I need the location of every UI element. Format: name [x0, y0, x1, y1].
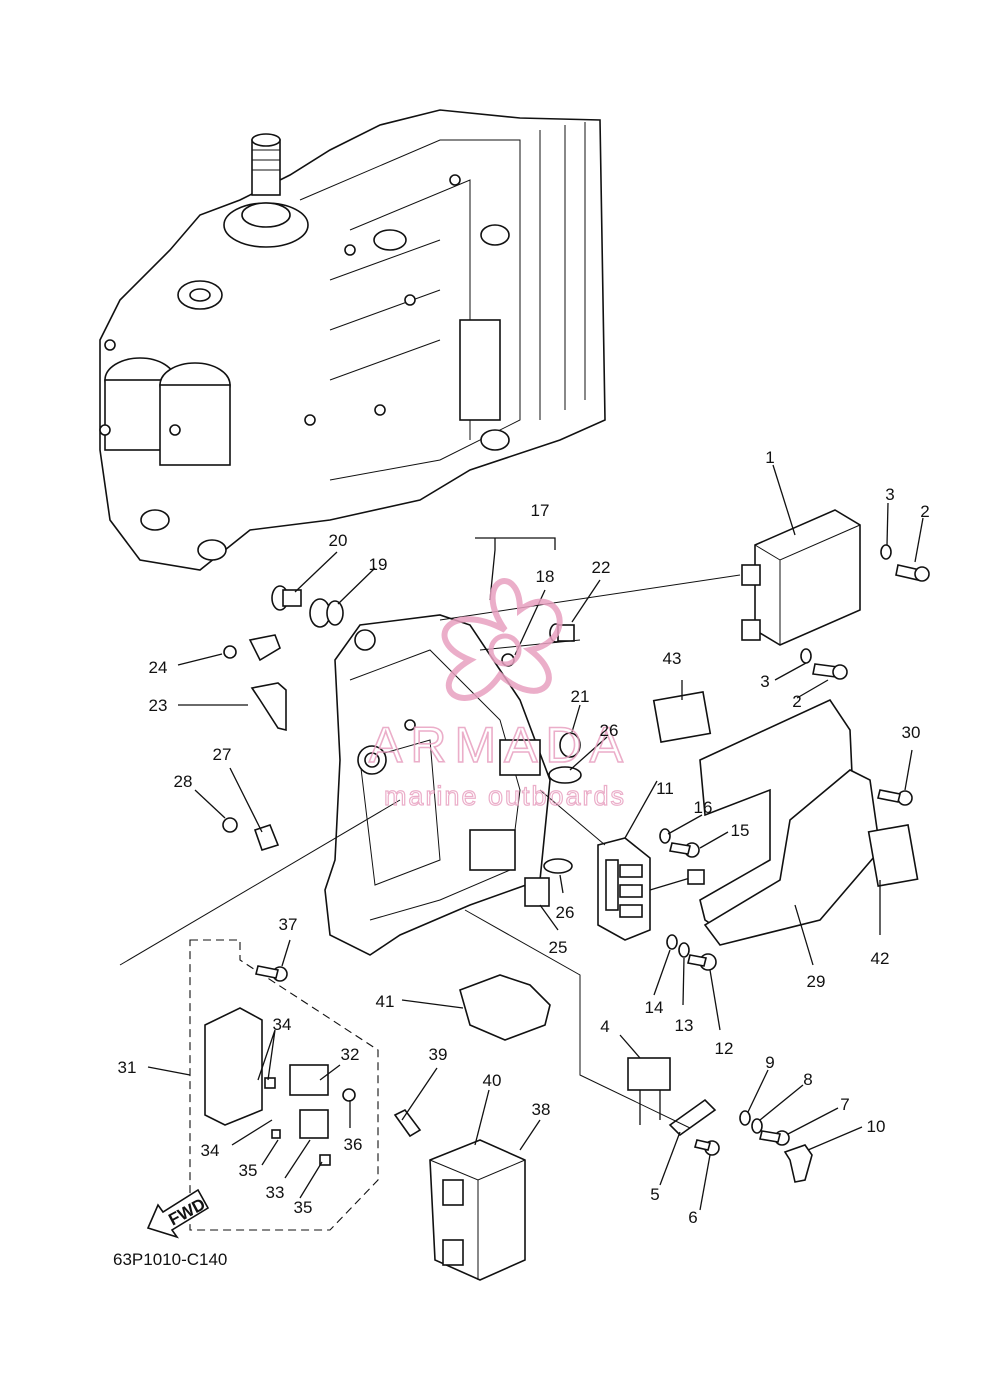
callout-22: 22 — [592, 558, 611, 577]
callout-6: 6 — [688, 1208, 697, 1227]
callout-40: 40 — [483, 1071, 502, 1090]
callout-15: 15 — [731, 821, 750, 840]
watermark-brand: ARMADA — [369, 717, 631, 773]
label-42-sticker — [867, 824, 919, 887]
callout-7: 7 — [840, 1095, 849, 1114]
callout-43: 43 — [663, 649, 682, 668]
starter-relay — [627, 1057, 717, 1137]
callout-32: 32 — [341, 1045, 360, 1064]
callout-34: 34 — [273, 1015, 292, 1034]
cover-plate — [699, 698, 881, 946]
callout-37: 37 — [279, 915, 298, 934]
callout-42: 42 — [871, 949, 890, 968]
callout-26: 26 — [556, 903, 575, 922]
callout-23: 23 — [149, 696, 168, 715]
callout-labels: 1223345678910111213141516171819202122232… — [118, 448, 930, 1227]
callout-9: 9 — [765, 1053, 774, 1072]
callout-29: 29 — [807, 972, 826, 991]
callout-38: 38 — [532, 1100, 551, 1119]
cdi-unit — [741, 509, 861, 646]
callout-35: 35 — [294, 1198, 313, 1217]
callout-28: 28 — [174, 772, 193, 791]
callout-39: 39 — [429, 1045, 448, 1064]
callout-10: 10 — [867, 1117, 886, 1136]
engine-block — [99, 109, 606, 571]
callout-2: 2 — [920, 502, 929, 521]
callout-2: 2 — [792, 692, 801, 711]
callout-41: 41 — [376, 992, 395, 1011]
callout-30: 30 — [902, 723, 921, 742]
callout-11: 11 — [656, 779, 674, 798]
callout-25: 25 — [549, 938, 568, 957]
callout-16: 16 — [694, 798, 713, 817]
callout-13: 13 — [675, 1016, 694, 1035]
part-code: 63P1010-C140 — [113, 1250, 227, 1269]
callout-1: 1 — [765, 448, 774, 467]
callout-14: 14 — [645, 998, 664, 1017]
callout-36: 36 — [344, 1135, 363, 1154]
callout-5: 5 — [650, 1185, 659, 1204]
relay-box — [429, 1139, 526, 1281]
callout-8: 8 — [803, 1070, 812, 1089]
callout-21: 21 — [571, 687, 590, 706]
callout-19: 19 — [369, 555, 388, 574]
callout-31: 31 — [118, 1058, 137, 1077]
callout-27: 27 — [213, 745, 232, 764]
watermark-tagline: marine outboards — [384, 781, 626, 811]
fasteners — [222, 544, 930, 1183]
watermark-logo: ARMADA marine outboards — [368, 578, 631, 812]
callout-26: 26 — [600, 721, 619, 740]
callout-34: 34 — [201, 1141, 220, 1160]
callout-35: 35 — [239, 1161, 258, 1180]
callout-4: 4 — [600, 1017, 609, 1036]
callout-20: 20 — [329, 531, 348, 550]
callout-18: 18 — [536, 567, 555, 586]
callout-3: 3 — [885, 485, 894, 504]
group-31-outline — [189, 939, 379, 1231]
label-43-sticker — [652, 691, 712, 743]
part-41-cover — [459, 974, 551, 1041]
callout-12: 12 — [715, 1039, 734, 1058]
part-31-bracket — [204, 1007, 331, 1166]
callout-24: 24 — [149, 658, 168, 677]
electrical-bracket — [324, 614, 551, 956]
callout-33: 33 — [266, 1183, 285, 1202]
leader-lines — [119, 464, 924, 1211]
callout-3: 3 — [760, 672, 769, 691]
callout-17: 17 — [531, 501, 550, 520]
